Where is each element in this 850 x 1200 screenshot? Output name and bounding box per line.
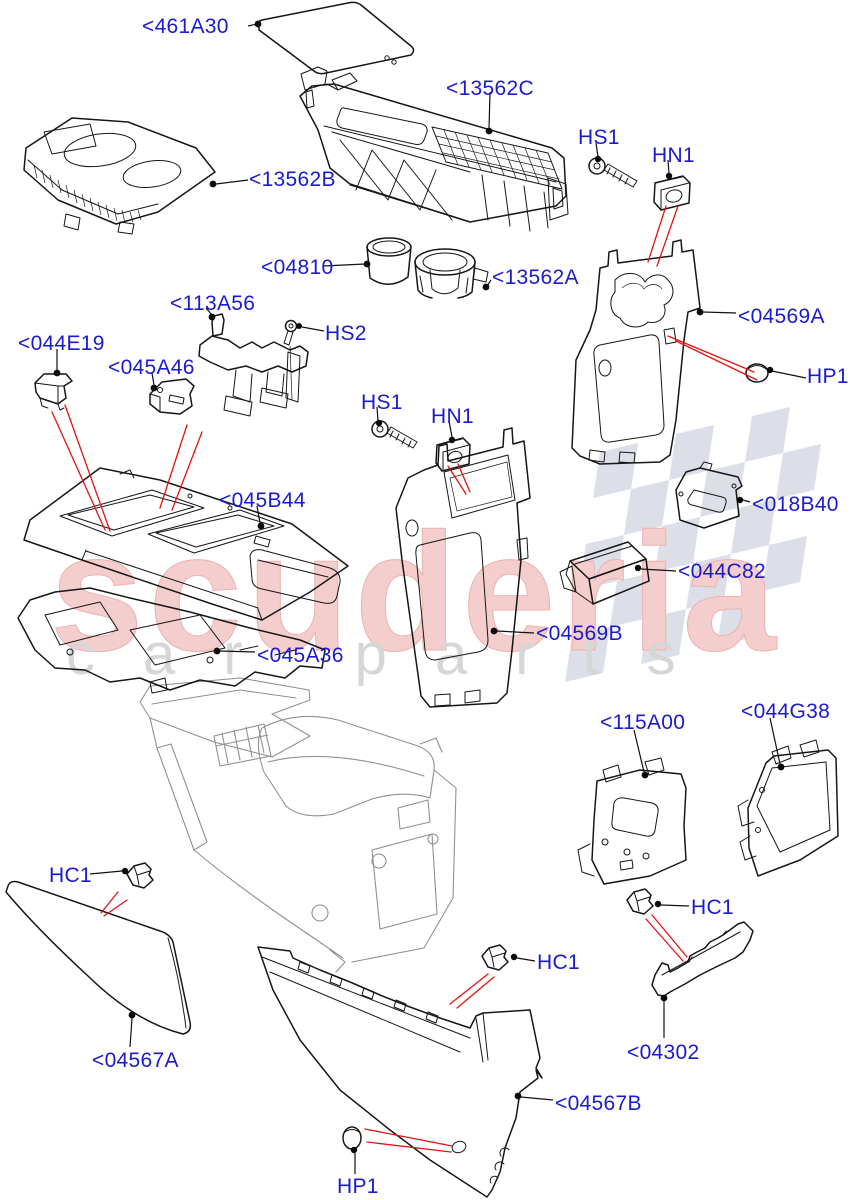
- part-045A36-console-under-frame: [17, 587, 326, 694]
- part-label-04567A[interactable]: <04567A: [92, 1049, 179, 1072]
- part-04810-cup-insert: [366, 237, 412, 285]
- part-04567B-side-panel: [257, 946, 543, 1198]
- fastener-HP1-bottom-grommet: [342, 1126, 362, 1150]
- fastener-HC1-right-clip: [626, 888, 654, 915]
- part-115A00-rear-panel: [577, 757, 687, 885]
- part-label-HN1-mid[interactable]: HN1: [431, 405, 474, 428]
- part-label-HP1-bottom[interactable]: HP1: [337, 1175, 379, 1198]
- part-label-115A00[interactable]: <115A00: [600, 711, 686, 734]
- part-label-045A36[interactable]: <045A36: [257, 644, 344, 667]
- part-label-113A56[interactable]: <113A56: [170, 292, 256, 315]
- watermark-brand-text: scuderia: [50, 498, 781, 686]
- part-label-045A46[interactable]: <045A46: [108, 356, 195, 379]
- part-label-461A30[interactable]: <461A30: [142, 15, 229, 38]
- part-label-04302[interactable]: <04302: [627, 1041, 700, 1064]
- part-label-HN1-top[interactable]: HN1: [652, 144, 695, 167]
- part-label-04569A[interactable]: <04569A: [738, 305, 825, 328]
- part-label-HP1-top[interactable]: HP1: [807, 365, 849, 388]
- part-label-13562C[interactable]: <13562C: [446, 77, 534, 100]
- part-044G38-rear-panel: [737, 739, 839, 877]
- part-label-HC1-left[interactable]: HC1: [49, 864, 92, 887]
- part-045A46-bracket: [149, 378, 195, 415]
- part-label-HC1-mid[interactable]: HC1: [537, 951, 580, 974]
- checkered-flag-pattern: [565, 407, 821, 682]
- red-pointer-arrows: [51, 205, 758, 1153]
- part-113A56-bracket: [198, 313, 309, 417]
- part-label-HS1-mid[interactable]: HS1: [361, 391, 403, 414]
- part-label-HS1-top[interactable]: HS1: [578, 126, 620, 149]
- part-045B44-console-top-panel: [23, 467, 349, 621]
- fastener-HN1-top-nut-clip: [653, 175, 691, 211]
- leader-lines: [53, 20, 807, 1174]
- part-13562A-cup-holder: [414, 248, 489, 299]
- fastener-HP1-top-grommet: [745, 363, 769, 383]
- part-04302-trim-strip: [651, 921, 754, 997]
- part-04569A-rear-console-panel: [571, 239, 701, 465]
- part-label-04569B[interactable]: <04569B: [536, 622, 623, 645]
- part-018B40-bracket: [675, 461, 743, 529]
- fastener-HC1-left-clip: [126, 862, 154, 889]
- part-13562C-console-frame: [299, 66, 569, 232]
- fastener-HN1-mid-nut-clip: [435, 437, 471, 472]
- part-label-HC1-right[interactable]: HC1: [691, 896, 734, 919]
- part-044E19-clip: [34, 373, 73, 411]
- part-label-044E19[interactable]: <044E19: [18, 332, 105, 355]
- part-label-045B44[interactable]: <045B44: [219, 489, 306, 512]
- part-13562B-console-tray: [23, 117, 216, 235]
- part-461A30-console-lid: [257, 1, 415, 75]
- frame-grid-hatch: [435, 129, 560, 186]
- part-label-044C82[interactable]: <044C82: [678, 560, 766, 583]
- part-04569B-front-console-panel: [395, 427, 531, 708]
- part-label-13562B[interactable]: <13562B: [249, 168, 336, 191]
- part-label-13562A[interactable]: <13562A: [492, 266, 579, 289]
- watermark: scuderia car parts: [50, 407, 821, 687]
- console-assembly-ghost-drawing: [139, 677, 457, 973]
- part-044C82-armrest-lid: [559, 541, 650, 605]
- part-label-04567B[interactable]: <04567B: [555, 1092, 642, 1115]
- fastener-HC1-mid-clip: [481, 944, 509, 971]
- fastener-HS1-top-screw: [588, 157, 638, 188]
- watermark-subtitle-text: car parts: [66, 622, 724, 687]
- part-04567A-side-trim-panel: [5, 880, 192, 1035]
- part-label-04810[interactable]: <04810: [261, 256, 334, 279]
- tray-rib-texture: [33, 164, 142, 224]
- part-label-044G38[interactable]: <044G38: [741, 700, 831, 723]
- fastener-HS2-screw: [283, 319, 298, 401]
- part-label-018B40[interactable]: <018B40: [752, 493, 839, 516]
- frame-x-braces: [331, 131, 569, 232]
- part-label-HS2[interactable]: HS2: [325, 322, 367, 345]
